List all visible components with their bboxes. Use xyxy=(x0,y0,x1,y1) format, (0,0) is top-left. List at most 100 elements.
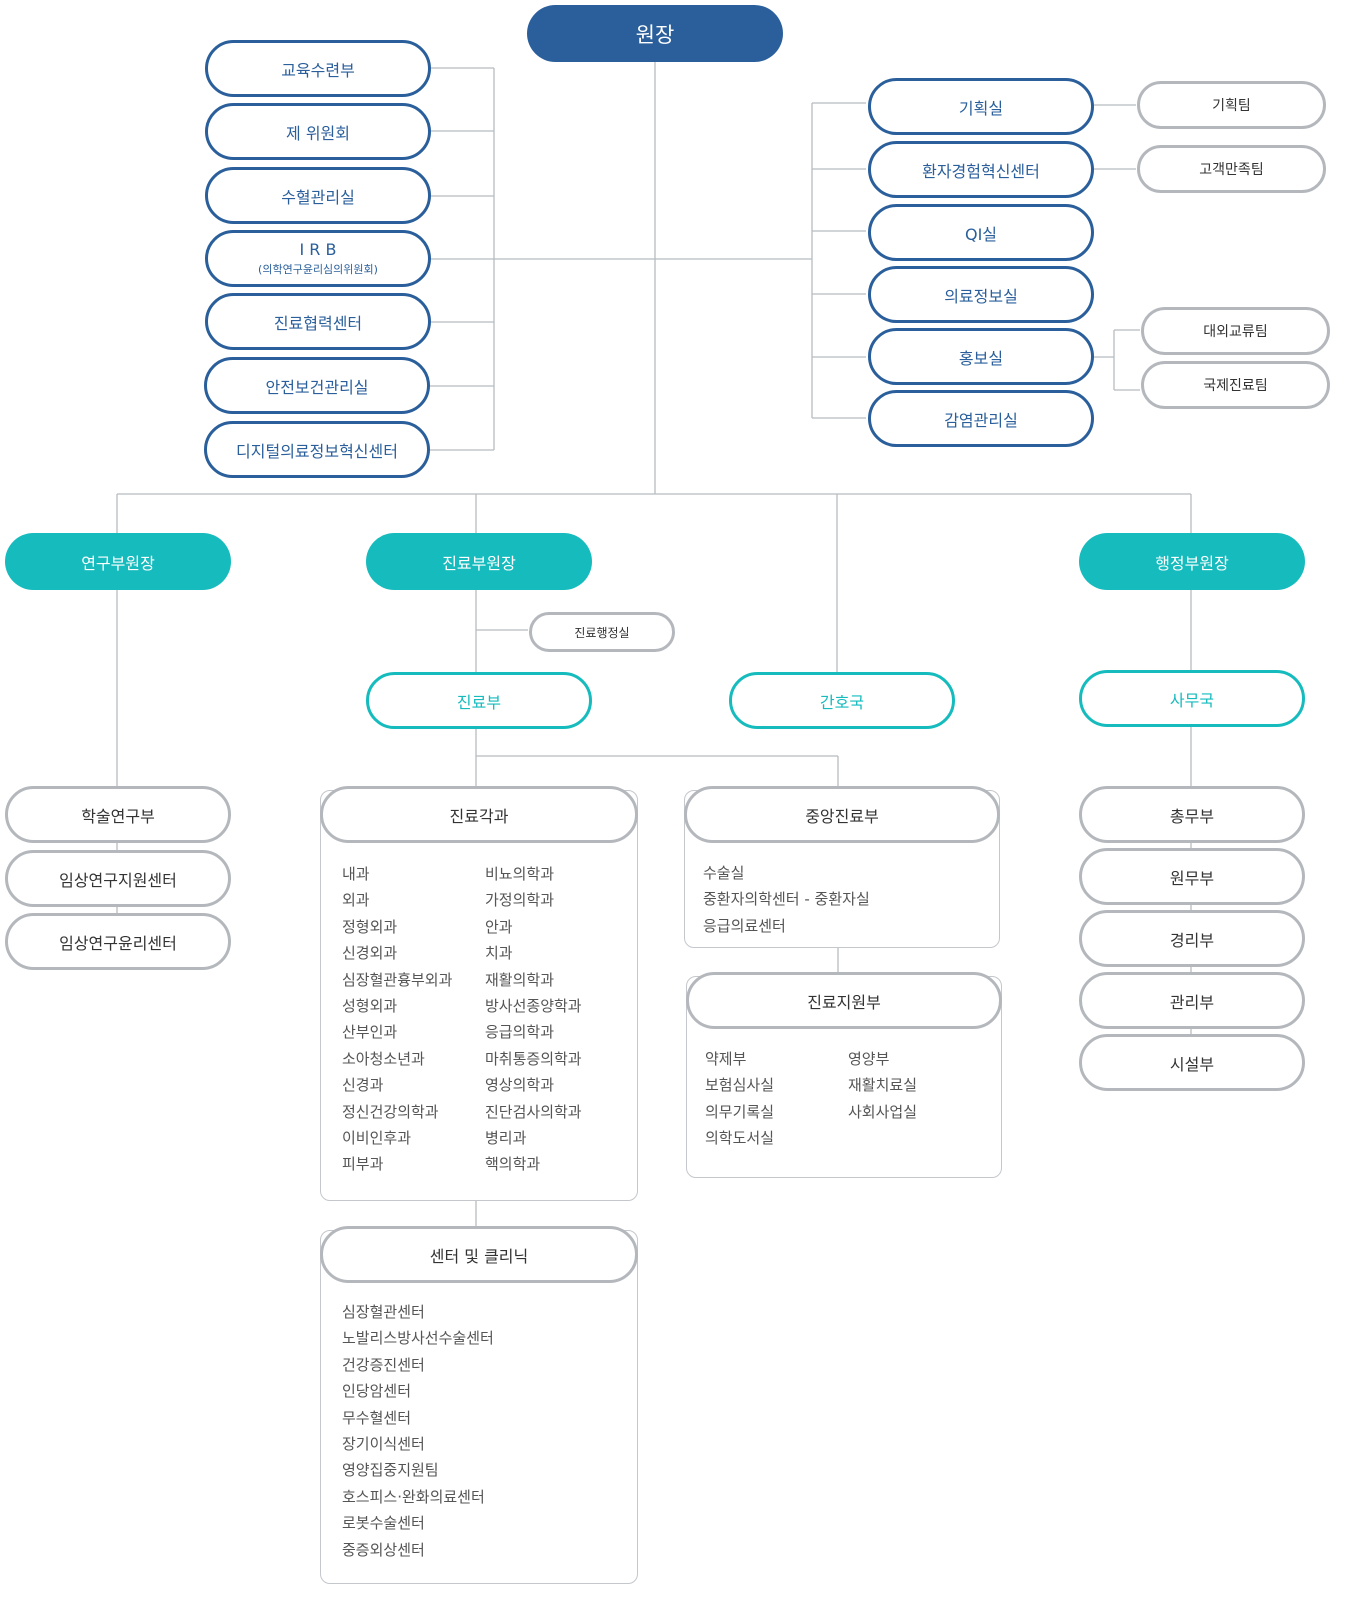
planning-team-node[interactable]: 기획팀 xyxy=(1137,81,1326,129)
patient-affairs-node[interactable]: 원무부 xyxy=(1079,848,1305,905)
node-label: 총무부 xyxy=(1169,806,1215,826)
department-item[interactable]: 정형외과 xyxy=(342,917,398,936)
director-node[interactable]: 원장 xyxy=(527,5,783,62)
support-item[interactable]: 약제부 xyxy=(705,1050,747,1068)
support-item[interactable]: 의학도서실 xyxy=(705,1129,775,1148)
digital-info-center-node[interactable]: 디지털의료정보혁신센터 xyxy=(204,421,430,478)
international-care-team-node[interactable]: 국제진료팀 xyxy=(1141,361,1330,409)
central-item[interactable]: 응급의료센터 xyxy=(703,916,786,935)
clinical-admin-office-node[interactable]: 진료행정실 xyxy=(529,612,675,652)
director-label: 원장 xyxy=(635,22,675,47)
care-cooperation-center-node[interactable]: 진료협력센터 xyxy=(205,293,431,350)
care-support-col2: 영양부 재활치료실 사회사업실 xyxy=(848,1046,917,1125)
department-item[interactable]: 안과 xyxy=(485,917,513,936)
departments-col2: 비뇨의학과 가정의학과 안과 치과 재활의학과 방사선종양학과 응급의학과 마취… xyxy=(485,861,582,1178)
external-relations-team-node[interactable]: 대외교류팀 xyxy=(1141,307,1330,355)
node-label: 제 위원회 xyxy=(286,123,350,143)
customer-satisfaction-team-node[interactable]: 고객만족팀 xyxy=(1137,145,1326,193)
department-item[interactable]: 영상의학과 xyxy=(485,1076,555,1095)
facilities-node[interactable]: 시설부 xyxy=(1079,1034,1305,1091)
department-item[interactable]: 진단검사의학과 xyxy=(485,1102,582,1121)
nursing-division-node[interactable]: 간호국 xyxy=(729,672,955,729)
node-label: 사무국 xyxy=(1169,690,1215,710)
vice-director-clinical-node[interactable]: 진료부원장 xyxy=(366,533,592,590)
management-node[interactable]: 관리부 xyxy=(1079,972,1305,1029)
centers-clinics-header[interactable]: 센터 및 클리닉 xyxy=(320,1226,638,1283)
vice-director-admin-node[interactable]: 행정부원장 xyxy=(1079,533,1305,590)
node-label: 대외교류팀 xyxy=(1203,324,1268,340)
department-item[interactable]: 비뇨의학과 xyxy=(485,865,555,883)
node-label: 고객만족팀 xyxy=(1199,162,1264,178)
support-item[interactable]: 재활치료실 xyxy=(848,1076,918,1095)
department-item[interactable]: 치과 xyxy=(485,944,513,963)
center-item[interactable]: 심장혈관센터 xyxy=(342,1303,425,1321)
vice-director-research-node[interactable]: 연구부원장 xyxy=(5,533,231,590)
department-item[interactable]: 소아청소년과 xyxy=(342,1049,425,1068)
node-label: 기획실 xyxy=(958,98,1004,118)
medical-division-node[interactable]: 진료부 xyxy=(366,672,592,729)
node-label: 기획팀 xyxy=(1212,98,1251,114)
safety-health-office-node[interactable]: 안전보건관리실 xyxy=(204,357,430,414)
node-label: 감염관리실 xyxy=(944,410,1018,430)
center-item[interactable]: 무수혈센터 xyxy=(342,1408,412,1427)
central-item[interactable]: 수술실 xyxy=(703,864,745,882)
department-item[interactable]: 신경과 xyxy=(342,1076,384,1095)
support-item[interactable]: 영양부 xyxy=(848,1050,890,1068)
department-item[interactable]: 재활의학과 xyxy=(485,970,555,989)
department-item[interactable]: 피부과 xyxy=(342,1155,384,1174)
department-item[interactable]: 마취통증의학과 xyxy=(485,1049,582,1068)
department-item[interactable]: 가정의학과 xyxy=(485,891,555,910)
center-item[interactable]: 인당암센터 xyxy=(342,1382,412,1401)
patient-experience-center-node[interactable]: 환자경험혁신센터 xyxy=(868,141,1094,198)
support-item[interactable]: 보험심사실 xyxy=(705,1076,775,1095)
department-item[interactable]: 신경외과 xyxy=(342,944,398,963)
department-item[interactable]: 핵의학과 xyxy=(485,1155,541,1174)
departments-col1: 내과 외과 정형외과 신경외과 심장혈관흉부외과 성형외과 산부인과 소아청소년… xyxy=(342,861,452,1178)
infection-control-node[interactable]: 감염관리실 xyxy=(868,390,1094,447)
medical-info-office-node[interactable]: 의료정보실 xyxy=(868,266,1094,323)
accounting-node[interactable]: 경리부 xyxy=(1079,910,1305,967)
center-item[interactable]: 노발리스방사선수술센터 xyxy=(342,1329,494,1348)
department-item[interactable]: 정신건강의학과 xyxy=(342,1102,439,1121)
departments-header[interactable]: 진료각과 xyxy=(320,786,638,843)
node-label: 간호국 xyxy=(819,692,865,712)
central-medical-header[interactable]: 중앙진료부 xyxy=(684,786,1000,843)
department-item[interactable]: 성형외과 xyxy=(342,996,398,1015)
clinical-research-ethics-center-node[interactable]: 임상연구윤리센터 xyxy=(5,913,231,970)
irb-node[interactable]: I R B (의학연구윤리심의위원회) xyxy=(205,230,431,287)
center-item[interactable]: 건강증진센터 xyxy=(342,1355,425,1374)
department-item[interactable]: 방사선종양학과 xyxy=(485,996,582,1015)
department-item[interactable]: 병리과 xyxy=(485,1128,527,1147)
support-item[interactable]: 의무기록실 xyxy=(705,1102,775,1121)
central-item[interactable]: 중환자의학센터 - 중환자실 xyxy=(703,890,870,909)
department-item[interactable]: 심장혈관흉부외과 xyxy=(342,970,453,989)
department-item[interactable]: 응급의학과 xyxy=(485,1023,555,1042)
academic-research-node[interactable]: 학술연구부 xyxy=(5,786,231,843)
department-item[interactable]: 이비인후과 xyxy=(342,1128,412,1147)
central-medical-list: 수술실 중환자의학센터 - 중환자실 응급의료센터 xyxy=(703,860,870,939)
node-label: 연구부원장 xyxy=(81,553,155,573)
transfusion-office-node[interactable]: 수혈관리실 xyxy=(205,167,431,224)
pr-office-node[interactable]: 홍보실 xyxy=(868,328,1094,385)
center-item[interactable]: 로봇수술센터 xyxy=(342,1514,425,1533)
general-affairs-node[interactable]: 총무부 xyxy=(1079,786,1305,843)
center-item[interactable]: 호스피스·완화의료센터 xyxy=(342,1487,485,1506)
support-item[interactable]: 사회사업실 xyxy=(848,1102,918,1121)
center-item[interactable]: 영양집중지원팀 xyxy=(342,1461,439,1480)
department-item[interactable]: 내과 xyxy=(342,865,370,883)
administration-bureau-node[interactable]: 사무국 xyxy=(1079,670,1305,727)
department-item[interactable]: 외과 xyxy=(342,891,370,910)
clinical-research-support-center-node[interactable]: 임상연구지원센터 xyxy=(5,850,231,907)
care-support-header[interactable]: 진료지원부 xyxy=(686,972,1002,1029)
node-label: 환자경험혁신센터 xyxy=(922,161,1040,181)
planning-office-node[interactable]: 기획실 xyxy=(868,78,1094,135)
node-label: 임상연구지원센터 xyxy=(59,870,177,890)
center-item[interactable]: 중증외상센터 xyxy=(342,1540,425,1559)
department-item[interactable]: 산부인과 xyxy=(342,1023,398,1042)
committees-node[interactable]: 제 위원회 xyxy=(205,103,431,160)
node-sublabel: (의학연구윤리심의위원회) xyxy=(258,263,378,276)
center-item[interactable]: 장기이식센터 xyxy=(342,1434,425,1453)
node-label: 수혈관리실 xyxy=(281,187,355,207)
education-training-node[interactable]: 교육수련부 xyxy=(205,40,431,97)
qi-office-node[interactable]: QI실 xyxy=(868,204,1094,261)
